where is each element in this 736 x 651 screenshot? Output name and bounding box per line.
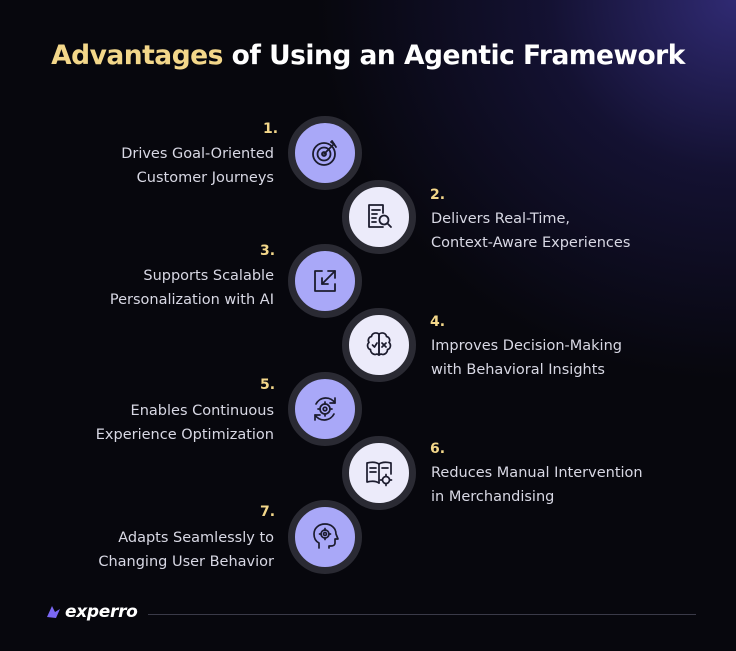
item-6-label: Reduces Manual Intervention in Merchandi… xyxy=(431,461,643,509)
item-3-number: 3. xyxy=(260,243,276,259)
head-gear-icon xyxy=(313,523,339,549)
item-5-line-2: Experience Optimization xyxy=(95,427,274,443)
item-5-circle xyxy=(288,372,362,446)
item-1-circle xyxy=(288,116,362,190)
title-highlight: Advantages xyxy=(51,40,223,71)
item-6-circle xyxy=(342,436,416,510)
item-2-label: Delivers Real-Time, Context-Aware Experi… xyxy=(431,207,630,255)
item-3-label: Supports Scalable Personalization with A… xyxy=(110,264,274,312)
item-7-number: 7. xyxy=(260,504,276,520)
item-2-line-1: Delivers Real-Time, xyxy=(431,211,571,227)
item-2-number: 2. xyxy=(430,187,446,203)
item-7-label: Adapts Seamlessly to Changing User Behav… xyxy=(98,526,274,574)
item-3-line-1: Supports Scalable xyxy=(143,268,274,284)
brand-logo: experro xyxy=(44,602,138,622)
item-2-circle xyxy=(342,180,416,254)
item-5-label: Enables Continuous Experience Optimizati… xyxy=(96,399,274,447)
title-rest: of Using an Agentic Framework xyxy=(222,40,686,71)
item-6-number: 6. xyxy=(430,441,446,457)
brand-name: experro xyxy=(65,602,138,622)
item-2-line-2: Context-Aware Experiences xyxy=(431,235,631,251)
item-1-line-2: Customer Journeys xyxy=(136,170,274,186)
item-7-line-2: Changing User Behavior xyxy=(98,554,274,570)
book-gear-icon xyxy=(366,461,393,487)
item-1-label: Drives Goal-Oriented Customer Journeys xyxy=(121,142,274,190)
item-1-line-1: Drives Goal-Oriented xyxy=(121,146,274,162)
item-4-line-1: Improves Decision-Making xyxy=(431,338,622,354)
footer-divider xyxy=(148,614,696,615)
brand-mark-icon xyxy=(47,606,60,618)
item-6-line-1: Reduces Manual Intervention xyxy=(431,465,643,481)
item-7-line-1: Adapts Seamlessly to xyxy=(118,530,274,546)
item-3-line-2: Personalization with AI xyxy=(109,292,274,308)
item-4-label: Improves Decision-Making with Behavioral… xyxy=(431,334,622,382)
gear-cycle-icon xyxy=(314,397,336,421)
item-4-circle xyxy=(342,308,416,382)
brain-icon xyxy=(366,332,392,356)
item-5-number: 5. xyxy=(260,377,276,393)
target-icon xyxy=(312,140,337,166)
item-4-number: 4. xyxy=(430,314,446,330)
page-title: Advantages of Using an Agentic Framework xyxy=(0,40,736,71)
expand-arrow-icon xyxy=(314,270,336,292)
document-search-icon xyxy=(368,204,392,228)
item-5-line-1: Enables Continuous xyxy=(130,403,274,419)
item-1-number: 1. xyxy=(263,121,279,137)
item-6-line-2: in Merchandising xyxy=(431,489,555,505)
item-7-circle xyxy=(288,500,362,574)
item-3-circle xyxy=(288,244,362,318)
item-4-line-2: with Behavioral Insights xyxy=(431,362,605,378)
